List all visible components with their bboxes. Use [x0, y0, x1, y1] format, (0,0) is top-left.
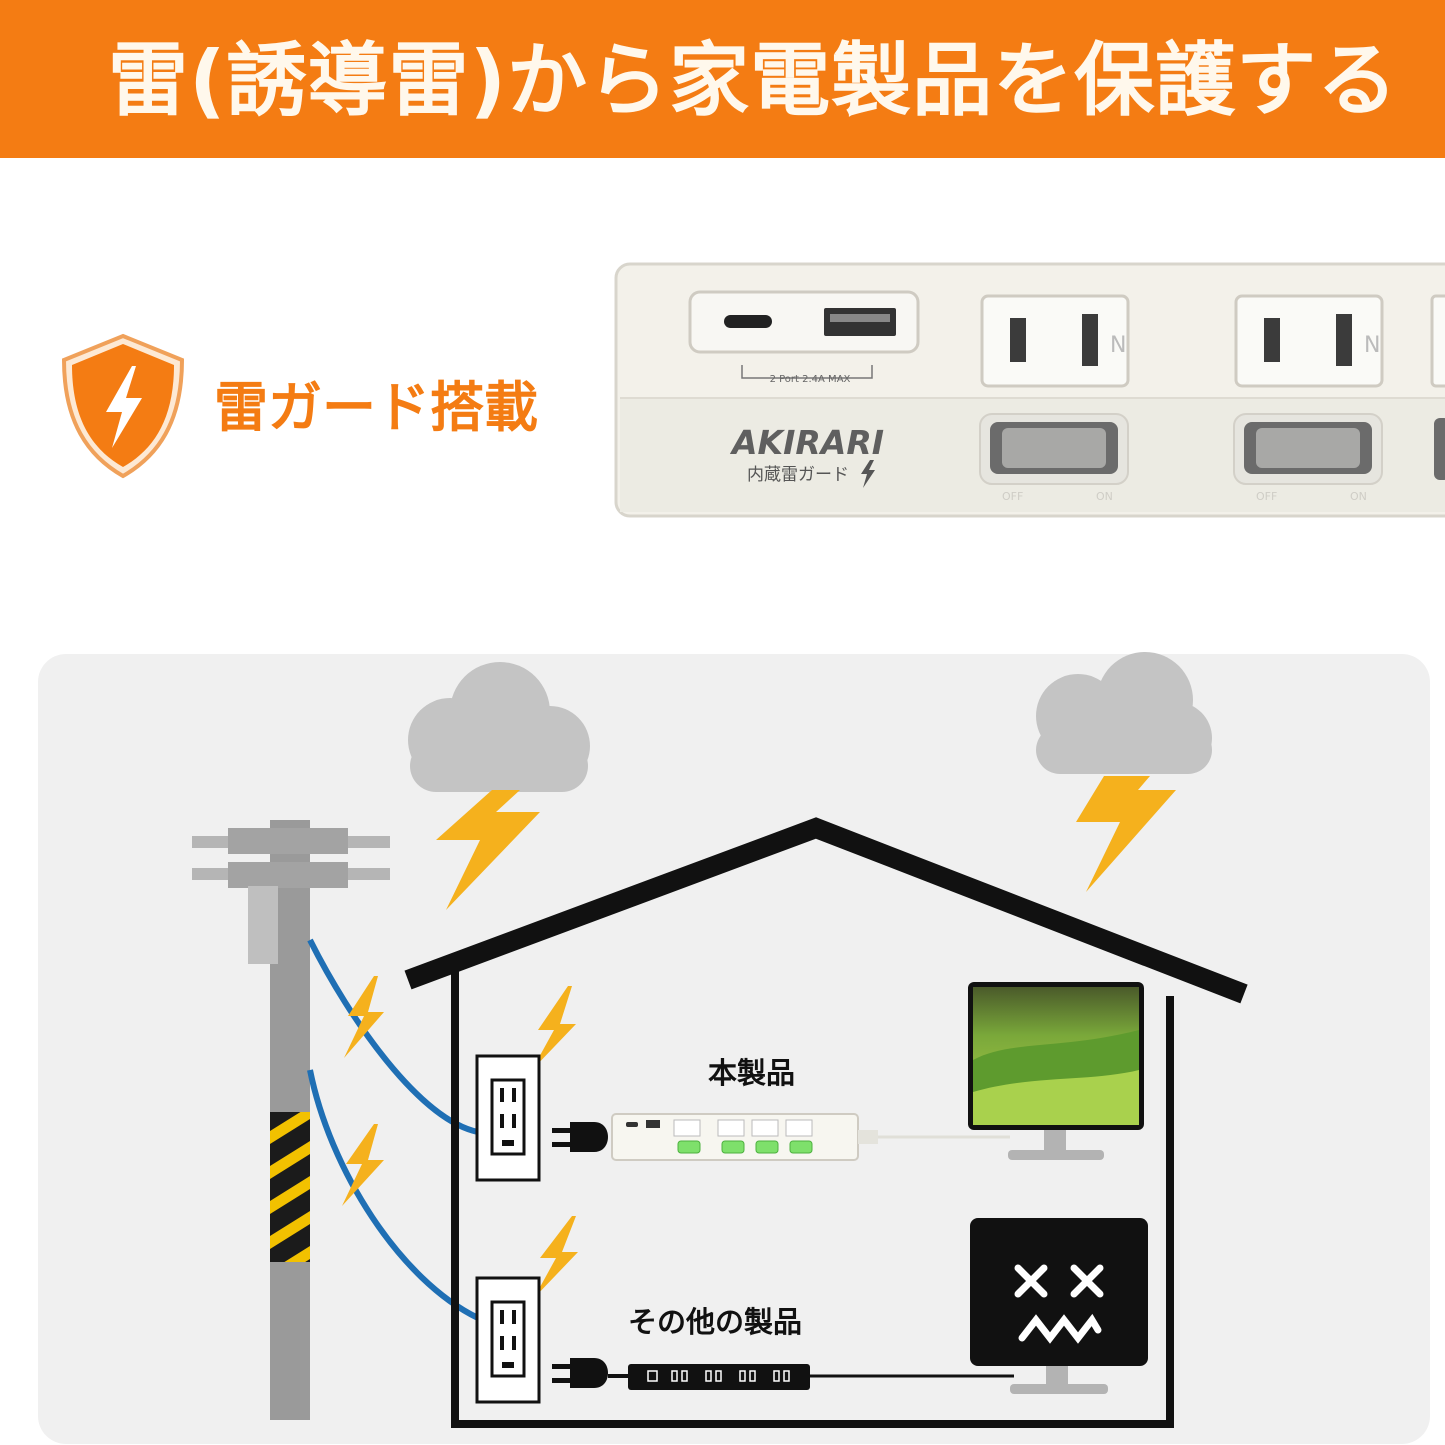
neutral-mark: N	[1364, 333, 1380, 358]
plug-icon	[552, 1358, 608, 1388]
title-banner: 雷(誘導雷)から家電製品を保護する	[0, 0, 1445, 158]
lightning-bolt-icon	[344, 976, 384, 1058]
switch-on-label: ON	[1350, 490, 1367, 503]
other-product-label: その他の製品	[628, 1305, 803, 1339]
switch-on-label: ON	[1096, 490, 1113, 503]
banner-title: 雷(誘導雷)から家電製品を保護する	[108, 34, 1399, 127]
usb-ports: 2 Port 2.4A MAX	[688, 290, 920, 385]
brand-subtitle: 内蔵雷ガード	[747, 465, 849, 485]
neutral-mark: N	[1110, 333, 1126, 358]
cloud-icon	[408, 662, 590, 792]
lightning-bolt-icon	[534, 1216, 578, 1298]
television	[968, 982, 1144, 1160]
power-line	[307, 1069, 480, 1321]
outlet: N	[980, 294, 1130, 388]
wall-outlet	[475, 1054, 541, 1182]
power-strip-closeup: 2 Port 2.4A MAX N N AKIRARI 内蔵雷ガード OFF O…	[614, 262, 1445, 518]
switch-off-label: OFF	[1256, 490, 1277, 503]
lightning-bolt-icon	[436, 790, 540, 910]
product-label: 本製品	[708, 1056, 796, 1090]
switch-off-label: OFF	[1002, 490, 1023, 503]
lightning-bolt-icon	[1076, 776, 1176, 892]
lightning-guard-label: 雷ガード搭載	[214, 376, 538, 439]
shield-lightning-icon	[61, 333, 185, 479]
cloud-icon	[1036, 652, 1212, 774]
lightning-bolt-icon	[532, 986, 576, 1070]
plug-icon	[552, 1122, 608, 1152]
broken-television	[970, 1218, 1148, 1394]
wall-outlet	[475, 1276, 541, 1404]
product-power-strip	[611, 1113, 1010, 1161]
utility-pole	[192, 820, 390, 1420]
usb-caption: 2 Port 2.4A MAX	[770, 374, 851, 385]
lightning-icon	[861, 460, 875, 488]
lightning-diagram	[38, 652, 1430, 1444]
dead-face-icon	[1014, 1264, 1104, 1344]
house	[404, 817, 1248, 1428]
switch: OFF ON	[1233, 413, 1383, 503]
switch: OFF ON	[979, 413, 1129, 503]
other-power-strip	[608, 1364, 1014, 1390]
lightning-bolt-icon	[342, 1124, 384, 1206]
brand-name: AKIRARI	[729, 423, 884, 462]
outlet: N	[1234, 294, 1384, 388]
